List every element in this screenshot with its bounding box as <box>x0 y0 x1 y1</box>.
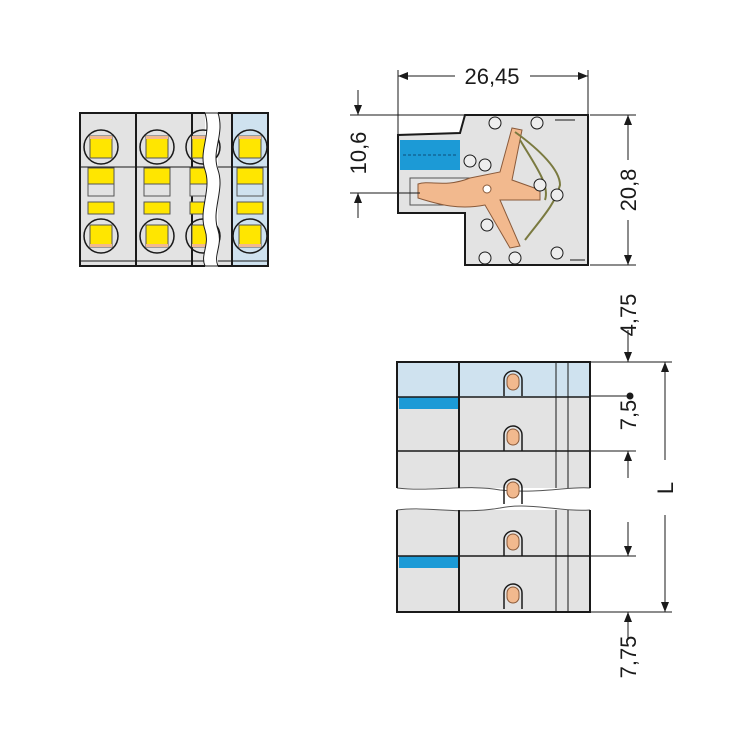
contact-opening <box>503 583 523 609</box>
yellow-marker <box>238 224 262 248</box>
yellow-marker <box>145 224 169 248</box>
side-view <box>397 114 589 266</box>
clamp-spring <box>514 131 562 241</box>
release-slot <box>143 167 171 185</box>
yellow-marker <box>145 135 169 159</box>
dim-pitch: 7,5 <box>616 400 641 431</box>
front-pole <box>83 129 119 254</box>
contact-opening <box>503 370 523 396</box>
dim-length: L <box>653 482 678 494</box>
dim-width: 26,45 <box>464 64 519 89</box>
contact-opening <box>503 530 523 556</box>
release-slot <box>87 167 115 185</box>
front-pole <box>139 129 175 254</box>
contact-opening <box>503 425 523 451</box>
dim-offset-top: 4,75 <box>616 294 641 337</box>
dim-offset-bottom: 7,75 <box>616 636 641 679</box>
reference-dot <box>626 392 634 400</box>
dimension-lines <box>350 70 672 640</box>
contact-opening <box>503 478 523 504</box>
top-view <box>396 361 591 613</box>
front-view <box>79 112 269 267</box>
top-first-pole <box>397 362 590 397</box>
wire-entry-hole <box>232 129 268 165</box>
wire-entry-hole <box>139 129 175 165</box>
dim-height-entry: 10,6 <box>346 132 371 175</box>
yellow-marker <box>238 135 262 159</box>
wire-entry-hole <box>83 218 119 254</box>
wire-entry-hole <box>232 218 268 254</box>
release-slot <box>236 167 264 185</box>
front-pole <box>232 129 268 254</box>
wire-entry-hole <box>139 218 175 254</box>
break-line <box>202 112 221 267</box>
yellow-marker <box>89 224 113 248</box>
dim-height-total: 20,8 <box>616 169 641 212</box>
copper-contact <box>417 127 541 249</box>
yellow-marker <box>89 135 113 159</box>
wire-entry-hole <box>83 129 119 165</box>
test-slot <box>87 201 115 215</box>
test-slot <box>236 201 264 215</box>
test-slot <box>143 201 171 215</box>
